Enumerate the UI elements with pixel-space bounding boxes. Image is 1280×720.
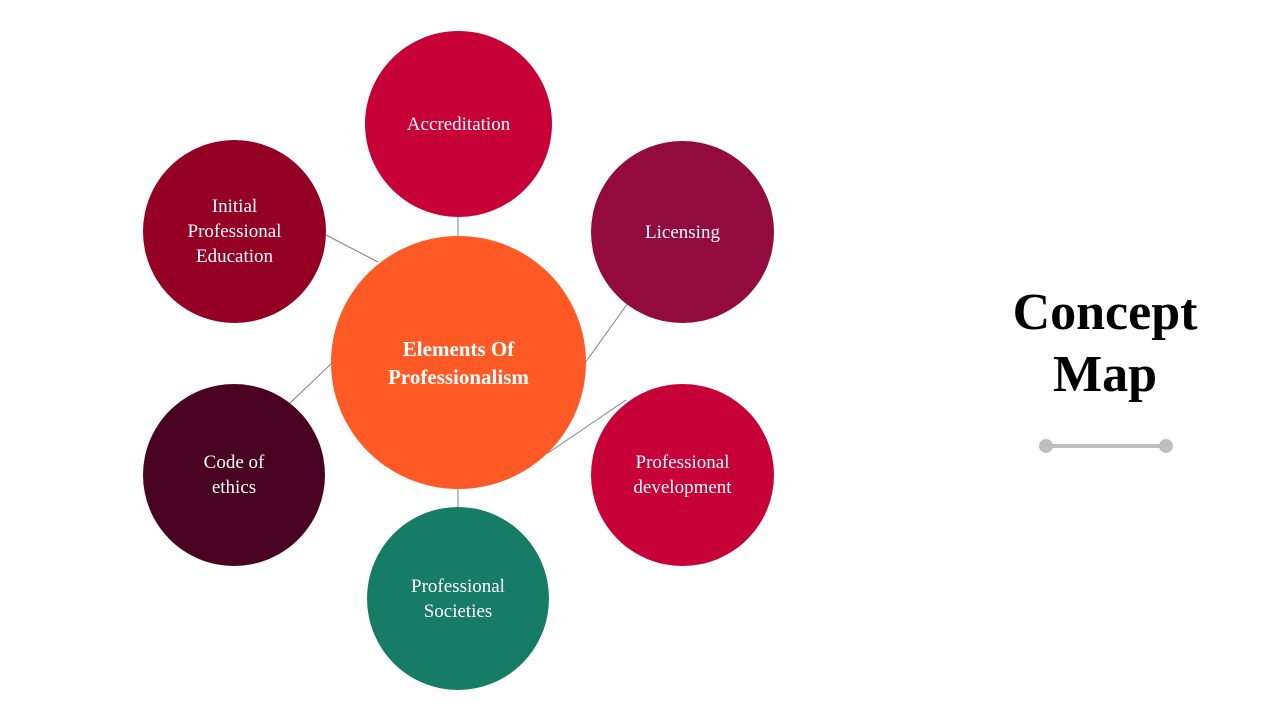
decoration-line <box>1046 444 1166 448</box>
decoration-dot-left <box>1039 439 1053 453</box>
node-professional-societies: Professional Societies <box>367 507 549 690</box>
node-accreditation: Accreditation <box>365 31 552 217</box>
node-label-licensing: Licensing <box>645 221 720 243</box>
node-professional-development: Professional development <box>591 384 774 566</box>
center-node-elements-of-professionalism: Elements Of Professionalism <box>331 236 586 489</box>
connector-initial-professional-education <box>325 234 379 263</box>
node-label-professional-development: Professional development <box>633 452 732 498</box>
connector-licensing <box>584 302 629 364</box>
page-title: Concept Map <box>1012 284 1198 403</box>
node-initial-professional-education: Initial Professional Education <box>143 140 326 323</box>
connector-code-of-ethics <box>289 362 333 404</box>
decoration-dot-right <box>1159 439 1173 453</box>
node-label-code-of-ethics: Code of ethics <box>203 452 265 498</box>
connector-professional-development <box>547 399 627 454</box>
node-label-accreditation: Accreditation <box>406 113 511 135</box>
node-code-of-ethics: Code of ethics <box>143 384 325 566</box>
node-label-initial-professional-education: Initial Professional Education <box>187 196 282 267</box>
center-node-label: Elements Of Professionalism <box>388 336 529 389</box>
title-decoration <box>1038 438 1174 454</box>
node-label-professional-societies: Professional Societies <box>411 575 505 622</box>
node-licensing: Licensing <box>591 141 774 323</box>
